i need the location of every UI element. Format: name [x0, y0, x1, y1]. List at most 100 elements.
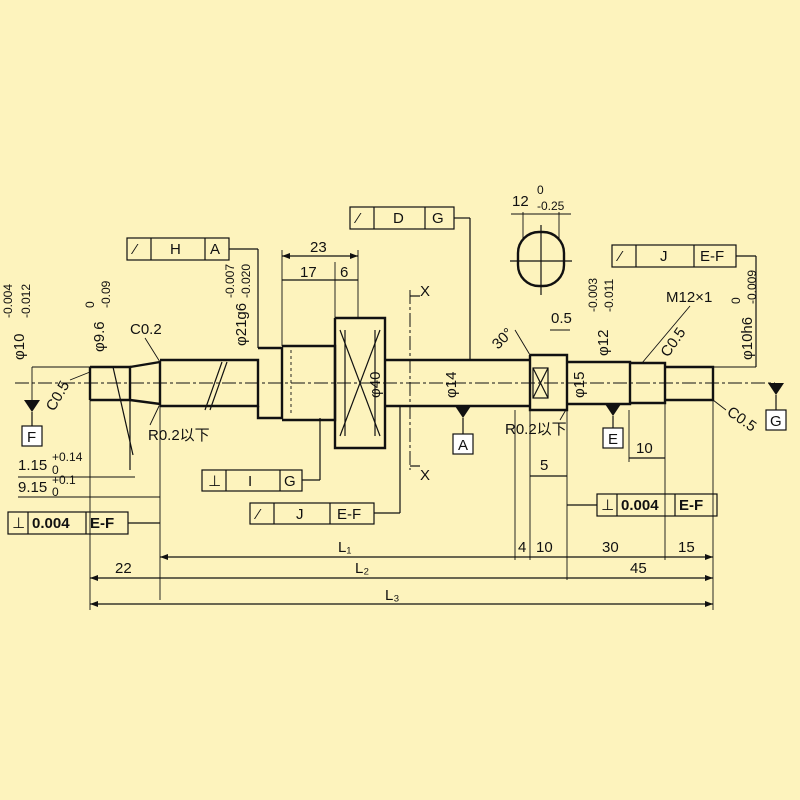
relief-groove: [204, 361, 223, 411]
datum-a: [452, 406, 474, 455]
diameter-phi14: φ14: [443, 372, 460, 398]
dim-15: 15: [678, 539, 695, 556]
svg-text:+0.14: +0.14: [52, 450, 83, 464]
frame-ha: [126, 237, 259, 348]
section-x-bottom: X: [420, 467, 430, 484]
angle-30: 30°: [489, 325, 517, 353]
dim-4: 4: [518, 539, 526, 556]
diameter-phi9-6: φ9.6 0 -0.09: [83, 280, 113, 352]
section-line-x: [409, 290, 420, 470]
svg-text:0: 0: [52, 463, 59, 477]
svg-text:D: D: [393, 210, 404, 227]
svg-text:I: I: [248, 473, 252, 490]
dim-5: 5: [540, 457, 548, 474]
svg-text:-0.012: -0.012: [19, 284, 33, 318]
dim-0-5: 0.5: [551, 310, 572, 327]
svg-text:-0.004: -0.004: [1, 284, 15, 318]
frame-ig: [201, 418, 321, 492]
diameter-phi12: φ12 -0.003 -0.011: [586, 278, 616, 356]
svg-text:⁄: ⁄: [353, 210, 362, 227]
svg-text:-0.009: -0.009: [745, 270, 759, 304]
bottom-dim-lines: [89, 400, 714, 610]
svg-text:⊥: ⊥: [208, 473, 221, 490]
svg-text:⊥: ⊥: [601, 497, 614, 514]
label-c05-right: C0.5: [724, 403, 760, 435]
shaft-outline: [88, 316, 715, 450]
svg-text:F: F: [27, 429, 36, 446]
dim-l2: L₂: [355, 560, 369, 577]
groove-dims: [18, 406, 161, 600]
svg-text:G: G: [770, 413, 782, 430]
svg-text:φ21g6: φ21g6: [233, 303, 250, 346]
svg-text:A: A: [210, 241, 220, 258]
svg-text:E-F: E-F: [679, 497, 703, 514]
dim-22: 22: [115, 560, 132, 577]
svg-text:-0.003: -0.003: [586, 278, 600, 312]
label-c02: C0.2: [130, 321, 162, 338]
diameter-phi15: φ15: [571, 372, 588, 398]
diameter-phi10: φ10 -0.004 -0.012: [1, 284, 90, 400]
svg-text:0.004: 0.004: [621, 497, 659, 514]
svg-text:G: G: [284, 473, 296, 490]
top-dims-lines: [281, 250, 359, 346]
svg-text:J: J: [296, 506, 304, 523]
nut-flange-pattern: [339, 329, 381, 437]
frame-jef-mid: [249, 406, 401, 525]
label-m12: M12×1: [666, 289, 712, 306]
cross-section-view: [510, 212, 572, 295]
dim-30: 30: [602, 539, 619, 556]
svg-text:⁄: ⁄: [615, 248, 624, 265]
svg-text:0.004: 0.004: [32, 515, 70, 532]
svg-text:E-F: E-F: [337, 506, 361, 523]
svg-text:+0.1: +0.1: [52, 473, 76, 487]
frame-perp-left: [7, 511, 160, 535]
groove-9-15: 9.15: [18, 479, 47, 496]
svg-text:E-F: E-F: [700, 248, 724, 265]
arrowheads: [90, 253, 713, 607]
label-r02-left: R0.2以下: [148, 427, 210, 444]
svg-text:0: 0: [83, 301, 97, 308]
label-r02-right: R0.2以下: [505, 421, 567, 438]
dim-6: 6: [340, 264, 348, 281]
dim-17: 17: [300, 264, 317, 281]
dim-l3: L₃: [385, 587, 399, 604]
svg-text:-0.020: -0.020: [239, 264, 253, 298]
frame-jef-top: [611, 244, 757, 367]
frame-dg: [349, 206, 471, 360]
datum-g: [765, 383, 787, 431]
svg-text:⊥: ⊥: [12, 515, 25, 532]
datum-e: [602, 404, 624, 449]
slot-dimension: 12: [512, 193, 529, 210]
svg-text:E: E: [608, 431, 618, 448]
svg-text:-0.007: -0.007: [223, 264, 237, 298]
flat-mark: [532, 367, 549, 399]
slot-tol-lo: -0.25: [537, 199, 565, 213]
svg-text:φ10: φ10: [11, 334, 28, 360]
svg-text:0: 0: [52, 485, 59, 499]
svg-text:⁄: ⁄: [130, 241, 139, 258]
dim-10: 10: [536, 539, 553, 556]
datum-f: [21, 400, 43, 447]
frame-perp-right: [567, 493, 718, 517]
svg-text:φ9.6: φ9.6: [91, 321, 108, 352]
diameter-phi21: φ21g6 -0.007 -0.020: [223, 264, 253, 346]
dim-l1: L₁: [338, 539, 351, 556]
svg-text:-0.09: -0.09: [99, 280, 113, 308]
diameter-phi40: φ40: [367, 372, 384, 398]
dim-23: 23: [310, 239, 327, 256]
svg-text:φ10h6: φ10h6: [739, 317, 756, 360]
svg-text:G: G: [432, 210, 444, 227]
svg-text:E-F: E-F: [90, 515, 114, 532]
svg-text:0: 0: [729, 297, 743, 304]
svg-text:⁄: ⁄: [253, 506, 262, 523]
svg-text:φ12: φ12: [595, 330, 612, 356]
svg-text:A: A: [458, 437, 468, 454]
slot-tol-up: 0: [537, 183, 544, 197]
dim-45: 45: [630, 560, 647, 577]
svg-text:-0.011: -0.011: [602, 279, 616, 312]
label-c05-mid: C0.5: [657, 325, 689, 361]
groove-1-15: 1.15: [18, 457, 47, 474]
svg-text:H: H: [170, 241, 181, 258]
svg-text:J: J: [660, 248, 668, 265]
section-x-top: X: [420, 283, 430, 300]
